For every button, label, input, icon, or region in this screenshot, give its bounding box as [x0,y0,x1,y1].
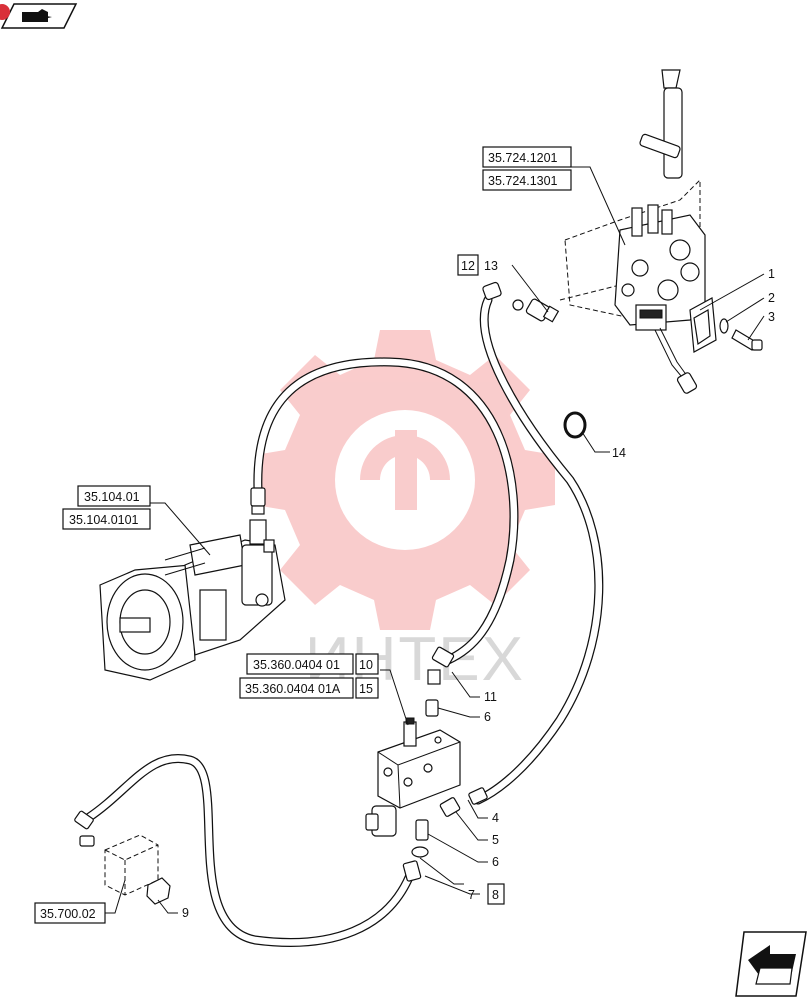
callout-5[interactable]: 5 [492,833,499,847]
washer-2 [719,318,729,334]
control-valve-assembly [559,69,706,394]
svg-text:35.724.1301: 35.724.1301 [488,174,558,188]
ref-bracket[interactable]: 35.700.02 [34,902,106,924]
hose-fittings [74,281,502,882]
clip-14 [563,411,587,439]
valve-block [365,717,461,837]
svg-text:15: 15 [359,682,373,696]
arrow-back-icon[interactable] [735,931,807,997]
callout-10[interactable]: 10 [355,653,379,675]
ref-block-2[interactable]: 35.360.0404 01A [239,677,354,699]
callout-11[interactable]: 11 [484,690,497,704]
ref-valve-2[interactable]: 35.724.1301 [482,169,572,191]
ref-block-1[interactable]: 35.360.0404 01 [246,653,354,675]
bracket-1 [689,297,717,353]
svg-text:35.360.0404 01A: 35.360.0404 01A [245,682,341,696]
callout-3[interactable]: 3 [768,310,775,324]
svg-text:8: 8 [492,888,499,902]
callout-9[interactable]: 9 [182,906,189,920]
hose-pump-to-block [253,357,519,665]
callout-14[interactable]: 14 [612,446,626,460]
hydraulic-pump [99,519,286,681]
callout-13[interactable]: 13 [484,259,498,273]
callout-15[interactable]: 15 [355,677,379,699]
svg-text:35.104.01: 35.104.01 [84,490,140,504]
svg-text:35.724.1201: 35.724.1201 [488,151,558,165]
next-page-folder-icon[interactable] [0,3,78,29]
ref-pump-2[interactable]: 35.104.0101 [62,508,151,530]
svg-text:35.104.0101: 35.104.0101 [69,513,139,527]
svg-text:10: 10 [359,658,373,672]
fittings-small [411,699,461,858]
callout-2[interactable]: 2 [768,291,775,305]
callout-1[interactable]: 1 [768,267,775,281]
hose-valve-to-block [473,295,604,805]
svg-text:12: 12 [461,259,475,273]
callout-8[interactable]: 8 [487,883,505,905]
callout-6-lower[interactable]: 6 [492,855,499,869]
mounting-bracket [104,834,171,905]
hose-block-to-bracket [83,754,417,947]
callout-7[interactable]: 7 [468,888,475,902]
callout-6-upper[interactable]: 6 [484,710,491,724]
svg-text:35.700.02: 35.700.02 [40,907,96,921]
svg-text:35.360.0404 01: 35.360.0404 01 [253,658,340,672]
callout-4[interactable]: 4 [492,811,499,825]
ref-pump-1[interactable]: 35.104.01 [77,485,151,507]
elbow-fitting [512,298,560,323]
leader-lines [105,166,765,914]
ref-valve-1[interactable]: 35.724.1201 [482,146,572,168]
bolt-3 [731,329,763,351]
callout-12[interactable]: 12 [457,254,479,276]
